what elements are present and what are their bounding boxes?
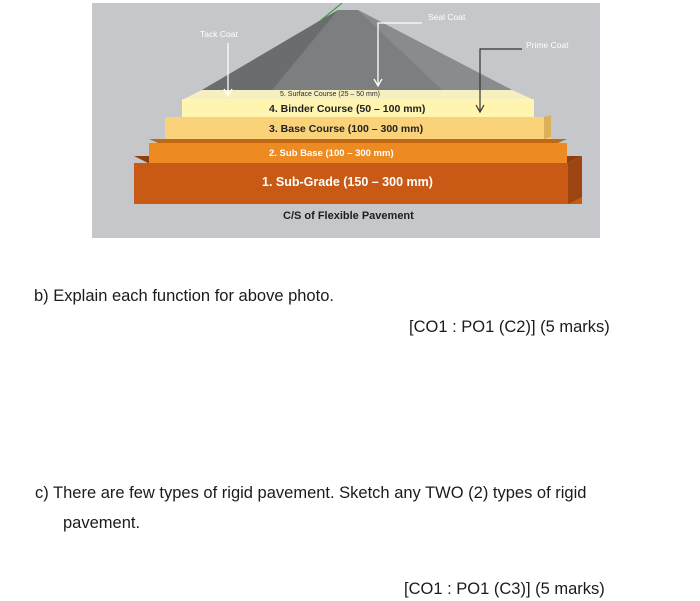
sub-grade-layer (134, 163, 582, 204)
asphalt-right-face (358, 10, 512, 90)
figure-caption: C/S of Flexible Pavement (283, 210, 414, 222)
layer-label-sub-grade: 1. Sub-Grade (150 – 300 mm) (262, 175, 433, 189)
pavement-cross-section-figure: Tack Coat Seal Coat Prime Coat 5. Surfac… (92, 3, 600, 238)
sub-grade-layer-side (568, 156, 582, 204)
layer-label-base: 3. Base Course (100 – 300 mm) (269, 123, 423, 135)
sub-base-layer (149, 143, 567, 163)
layer-label-binder: 4. Binder Course (50 – 100 mm) (269, 103, 425, 115)
question-b-text: b) Explain each function for above photo… (34, 287, 334, 305)
prime-coat-arrow (475, 48, 522, 114)
surface-course-layer (184, 90, 532, 99)
seal-coat-arrow (373, 22, 422, 88)
layer-label-sub-base: 2. Sub Base (100 – 300 mm) (269, 148, 394, 159)
question-b-marks: [CO1 : PO1 (C2)] (5 marks) (409, 318, 610, 336)
question-c-marks: [CO1 : PO1 (C3)] (5 marks) (404, 580, 605, 598)
green-crest-line (319, 3, 343, 22)
binder-course-layer (182, 99, 534, 117)
seal-coat-label: Seal Coat (428, 12, 466, 22)
layer-label-surface: 5. Surface Course (25 – 50 mm) (280, 91, 380, 98)
question-c-text-line2: pavement. (63, 514, 141, 532)
question-c-text-line1: c) There are few types of rigid pavement… (35, 484, 587, 502)
pavement-diagram: Tack Coat Seal Coat Prime Coat 5. Surfac… (134, 3, 582, 222)
base-course-layer (165, 117, 551, 139)
tack-coat-arrow (223, 43, 233, 98)
prime-coat-label: Prime Coat (526, 40, 569, 50)
base-course-side (544, 115, 551, 139)
tack-coat-label: Tack Coat (200, 29, 238, 39)
asphalt-left-face (202, 10, 338, 90)
sub-base-layer-top (149, 139, 567, 143)
